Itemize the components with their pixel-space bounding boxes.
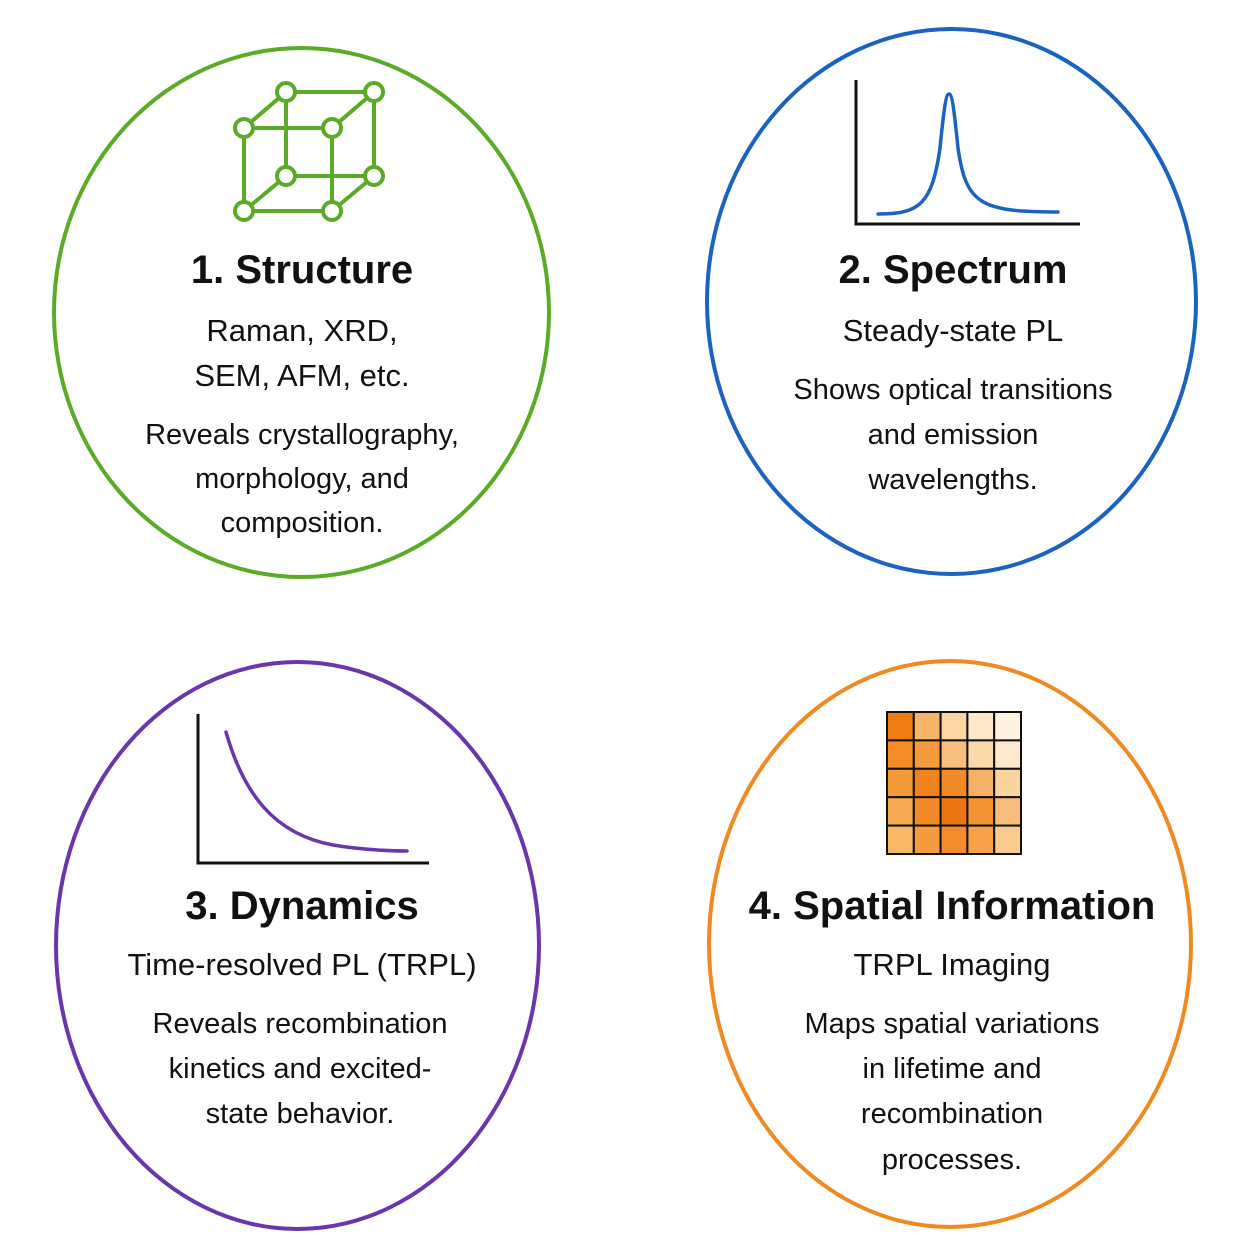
heatmap-cell xyxy=(966,767,996,799)
heatmap-cell xyxy=(912,824,942,855)
dynamics-circle xyxy=(54,660,541,1231)
description-line: Shows optical transitions xyxy=(793,374,1113,406)
decay-curve-plot-icon xyxy=(196,714,429,865)
heatmap-cell xyxy=(912,711,942,742)
heatmap-cell xyxy=(939,824,969,855)
heatmap-cell xyxy=(966,824,996,855)
panel-title: 1. Structure xyxy=(190,248,414,292)
panel-title: 2. Spectrum xyxy=(838,248,1068,292)
heatmap-cell xyxy=(966,739,996,770)
heatmap-cell xyxy=(912,796,942,827)
spectrum-circle xyxy=(705,27,1198,576)
description-line: kinetics and excited- xyxy=(168,1053,432,1085)
heatmap-cell xyxy=(966,711,996,742)
description-line: wavelengths. xyxy=(868,464,1038,496)
heatmap-cell xyxy=(886,824,915,855)
description-line: state behavior. xyxy=(205,1098,395,1130)
crystal-lattice-cube-icon xyxy=(233,81,385,222)
heatmap-cell xyxy=(939,711,969,742)
heatmap-cell xyxy=(966,796,996,827)
heatmap-cell xyxy=(886,739,915,770)
heatmap-cell xyxy=(886,767,915,799)
method-line: Raman, XRD, xyxy=(206,313,398,348)
heatmap-cell xyxy=(993,767,1022,799)
heatmap-cell xyxy=(886,711,915,742)
heatmap-cell xyxy=(993,796,1022,827)
description-line: composition. xyxy=(220,507,384,539)
structure-circle xyxy=(52,46,551,579)
method-line: Steady-state PL xyxy=(842,313,1064,348)
description-line: recombination xyxy=(860,1098,1044,1130)
method-line: Time-resolved PL (TRPL) xyxy=(127,947,477,982)
description-line: and emission xyxy=(867,419,1039,451)
panel-title: 3. Dynamics xyxy=(185,884,419,928)
method-line: TRPL Imaging xyxy=(853,947,1051,982)
description-line: in lifetime and xyxy=(862,1053,1042,1085)
heatmap-cell xyxy=(993,824,1022,855)
description-line: Reveals recombination xyxy=(152,1008,448,1040)
heatmap-cell xyxy=(912,767,942,799)
description-line: Reveals crystallography, xyxy=(145,419,459,451)
panel-title: 4. Spatial Information xyxy=(748,884,1156,928)
heatmap-cell xyxy=(939,796,969,827)
heatmap-grid-icon xyxy=(886,711,1022,855)
heatmap-cell xyxy=(886,796,915,827)
heatmap-cell xyxy=(993,711,1022,742)
method-line: SEM, AFM, etc. xyxy=(194,358,410,393)
spatial-information-circle xyxy=(707,659,1193,1229)
description-line: Maps spatial variations xyxy=(804,1008,1100,1040)
heatmap-cell xyxy=(993,739,1022,770)
description-line: processes. xyxy=(881,1144,1023,1176)
heatmap-cell xyxy=(912,739,942,770)
heatmap-cell xyxy=(939,767,969,799)
heatmap-cell xyxy=(939,739,969,770)
description-line: morphology, and xyxy=(195,463,409,495)
emission-peak-plot-icon xyxy=(854,80,1080,226)
